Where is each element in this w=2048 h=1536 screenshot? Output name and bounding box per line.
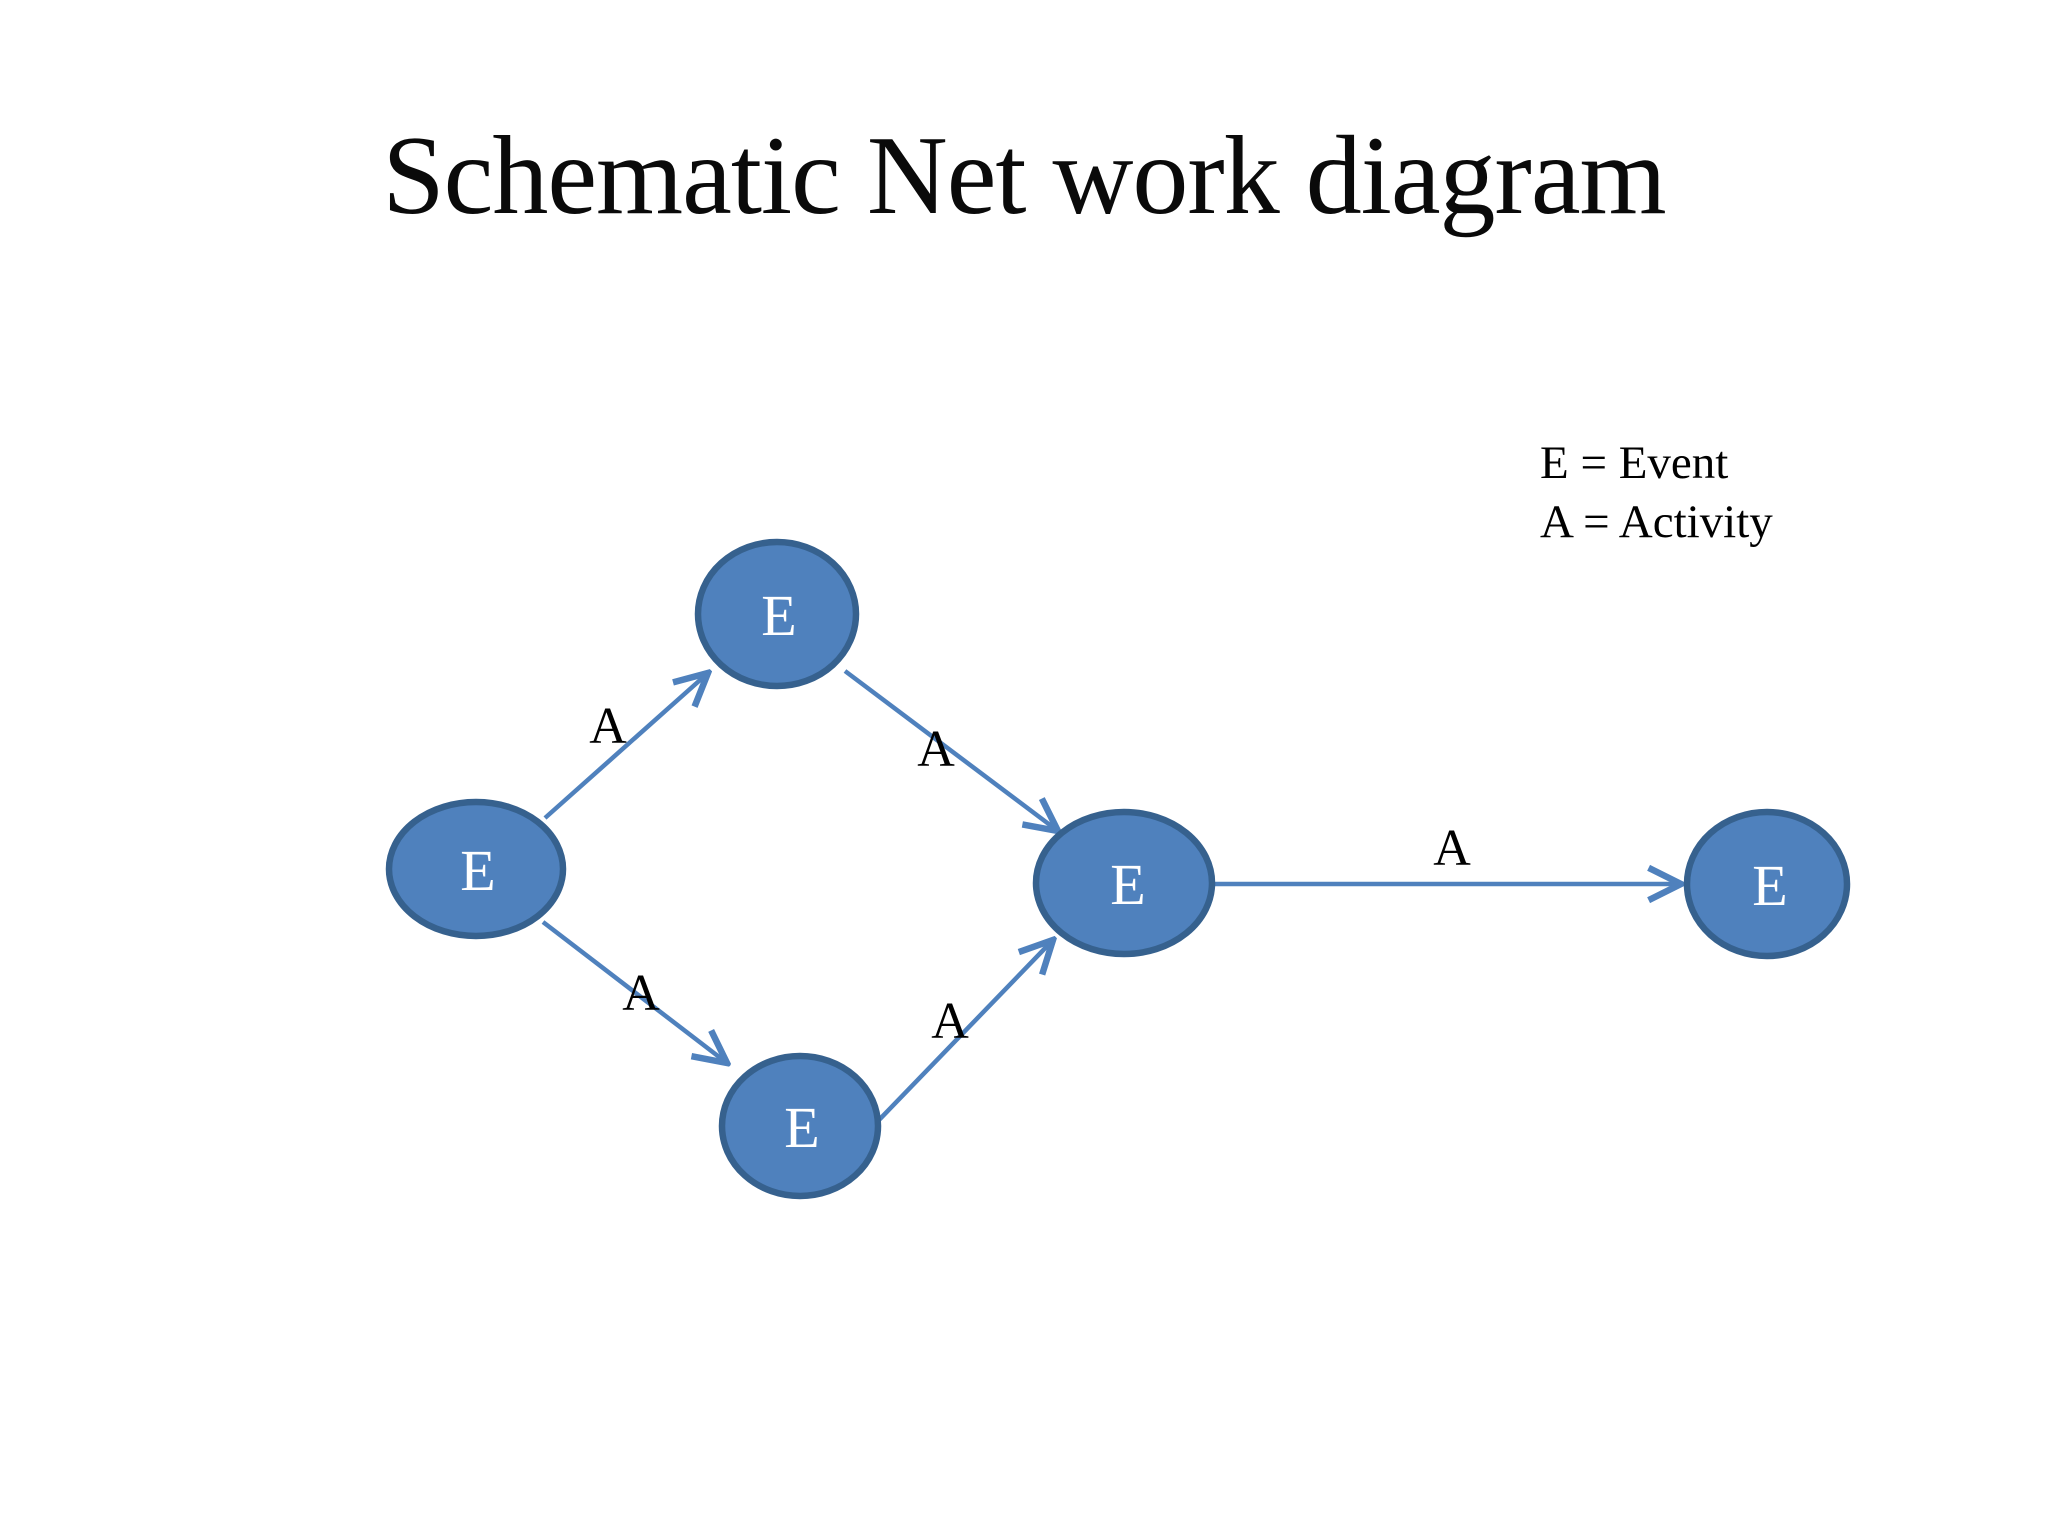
- activity-label-start-to-bottom: A: [622, 965, 660, 1022]
- event-node-bottom: E: [718, 1052, 882, 1200]
- event-node-top: E: [694, 538, 860, 690]
- event-node-end: E: [1683, 808, 1851, 960]
- event-node-bottom-label: E: [784, 1095, 819, 1160]
- event-node-start: E: [385, 798, 567, 940]
- event-node-start-shape: [385, 798, 567, 940]
- legend-event-line: E = Event: [1540, 437, 1729, 489]
- activity-arrow-start-to-bottom: [541, 920, 727, 1063]
- event-node-merge-label: E: [1110, 852, 1145, 917]
- legend-activity-line: A = Activity: [1540, 496, 1773, 548]
- event-node-merge-shape: [1032, 808, 1216, 958]
- event-node-top-label: E: [761, 583, 796, 648]
- event-node-end-shape: [1683, 808, 1851, 960]
- event-node-start-label: E: [460, 838, 495, 903]
- event-node-bottom-shape: [718, 1052, 882, 1200]
- activity-label-merge-to-end: A: [1433, 820, 1471, 877]
- activity-arrow-bottom-to-merge: [876, 940, 1053, 1123]
- event-node-merge: E: [1032, 808, 1216, 958]
- event-node-top-shape: [694, 538, 860, 690]
- page-title: Schematic Net work diagram: [382, 114, 1666, 238]
- activity-label-top-to-merge: A: [917, 721, 955, 778]
- activity-label-bottom-to-merge: A: [931, 993, 969, 1050]
- activity-arrow-top-to-merge: [843, 669, 1058, 831]
- activity-label-start-to-top: A: [589, 698, 627, 755]
- event-node-end-label: E: [1752, 853, 1787, 918]
- activity-arrow-start-to-top: [543, 673, 708, 820]
- legend: E = Event A = Activity: [1540, 434, 1773, 552]
